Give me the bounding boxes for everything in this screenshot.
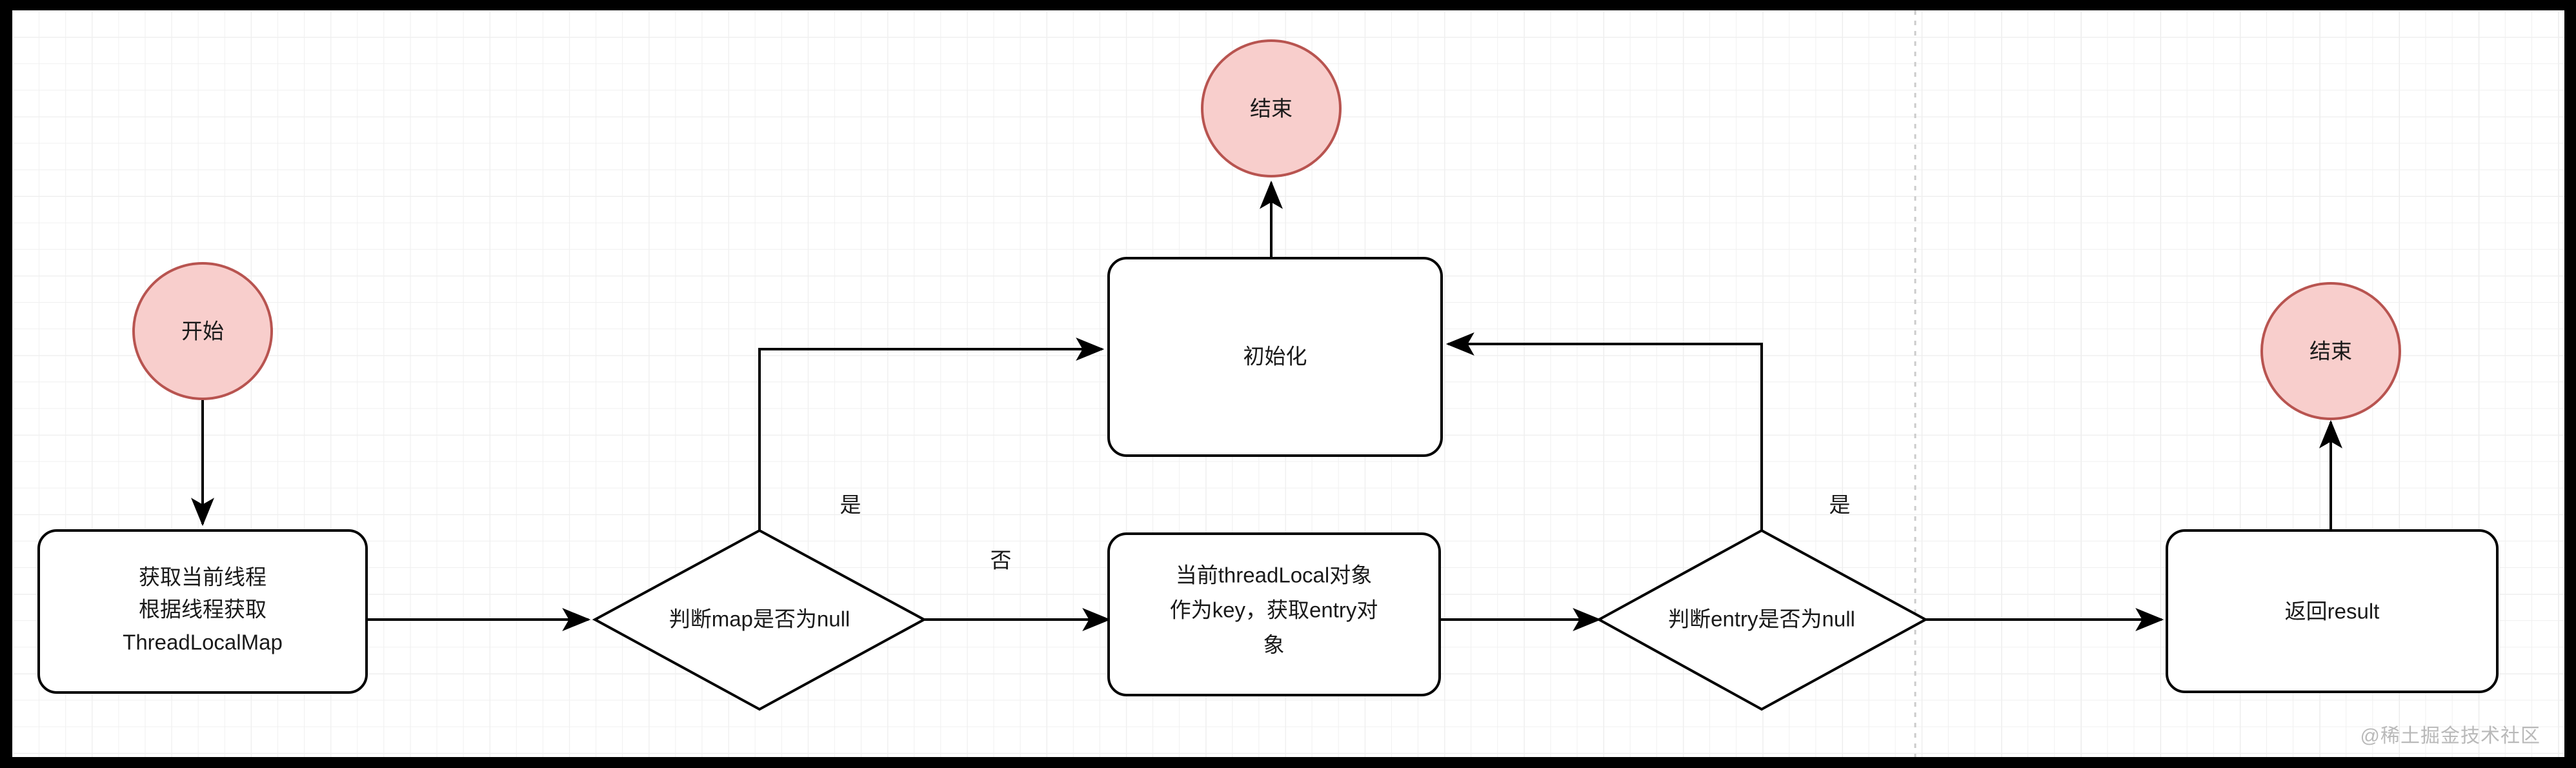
node-end-top[interactable]: 结束 (1201, 39, 1342, 177)
return-box (2166, 529, 2499, 693)
entry-null-diamond (1596, 529, 1929, 711)
flowchart-svg: 是 否 是 (37, 10, 2499, 757)
start-ellipse (132, 262, 273, 400)
entry-null-label: 判断entry是否为null (1668, 607, 1855, 631)
end-right-label: 结束 (2309, 339, 2352, 363)
get-map-label-line2: 根据线程获取 (139, 598, 267, 621)
edge-label-map-no: 否 (991, 549, 1012, 572)
end-right-ellipse (2260, 282, 2401, 420)
get-map-label-line3: ThreadLocalMap (123, 631, 283, 654)
edge-map-null-no-to-get-entry: 否 (924, 549, 1111, 631)
get-map-box (37, 529, 368, 694)
edge-label-entry-yes: 是 (1829, 493, 1851, 517)
return-label: 返回result (2285, 600, 2380, 623)
get-entry-label-line1: 当前threadLocal对象 (1176, 563, 1372, 587)
node-decision-map-null[interactable]: 判断map是否为null (592, 529, 927, 711)
end-top-label: 结束 (1250, 97, 1293, 121)
init-label: 初始化 (1243, 345, 1307, 369)
edge-entry-null-yes-to-init: 是 (1445, 332, 1851, 531)
edge-label-map-yes: 是 (840, 493, 861, 517)
get-entry-label-line3: 象 (1263, 633, 1285, 657)
node-return-result[interactable]: 返回result (2166, 529, 2499, 693)
get-map-label-line1: 获取当前线程 (139, 565, 267, 589)
get-entry-label-line2: 作为key，获取entry对 (1170, 598, 1378, 622)
node-decision-entry-null[interactable]: 判断entry是否为null (1596, 529, 1929, 711)
watermark-label: @稀土掘金技术社区 (2360, 725, 2541, 747)
node-end-right[interactable]: 结束 (2260, 282, 2401, 420)
start-label: 开始 (181, 319, 224, 343)
edge-map-null-yes-to-init: 是 (758, 338, 1105, 531)
map-null-label: 判断map是否为null (669, 607, 850, 631)
map-null-diamond (592, 529, 927, 711)
end-top-ellipse (1201, 39, 1342, 177)
node-get-entry[interactable]: 当前threadLocal对象 作为key，获取entry对 象 (1107, 532, 1441, 696)
diagram-canvas: 是 否 是 (12, 10, 2564, 757)
get-entry-box (1107, 532, 1441, 696)
init-box (1107, 257, 1443, 457)
node-init[interactable]: 初始化 (1107, 257, 1443, 457)
node-start[interactable]: 开始 (132, 262, 273, 400)
node-get-threadlocalmap[interactable]: 获取当前线程 根据线程获取 ThreadLocalMap (37, 529, 368, 694)
